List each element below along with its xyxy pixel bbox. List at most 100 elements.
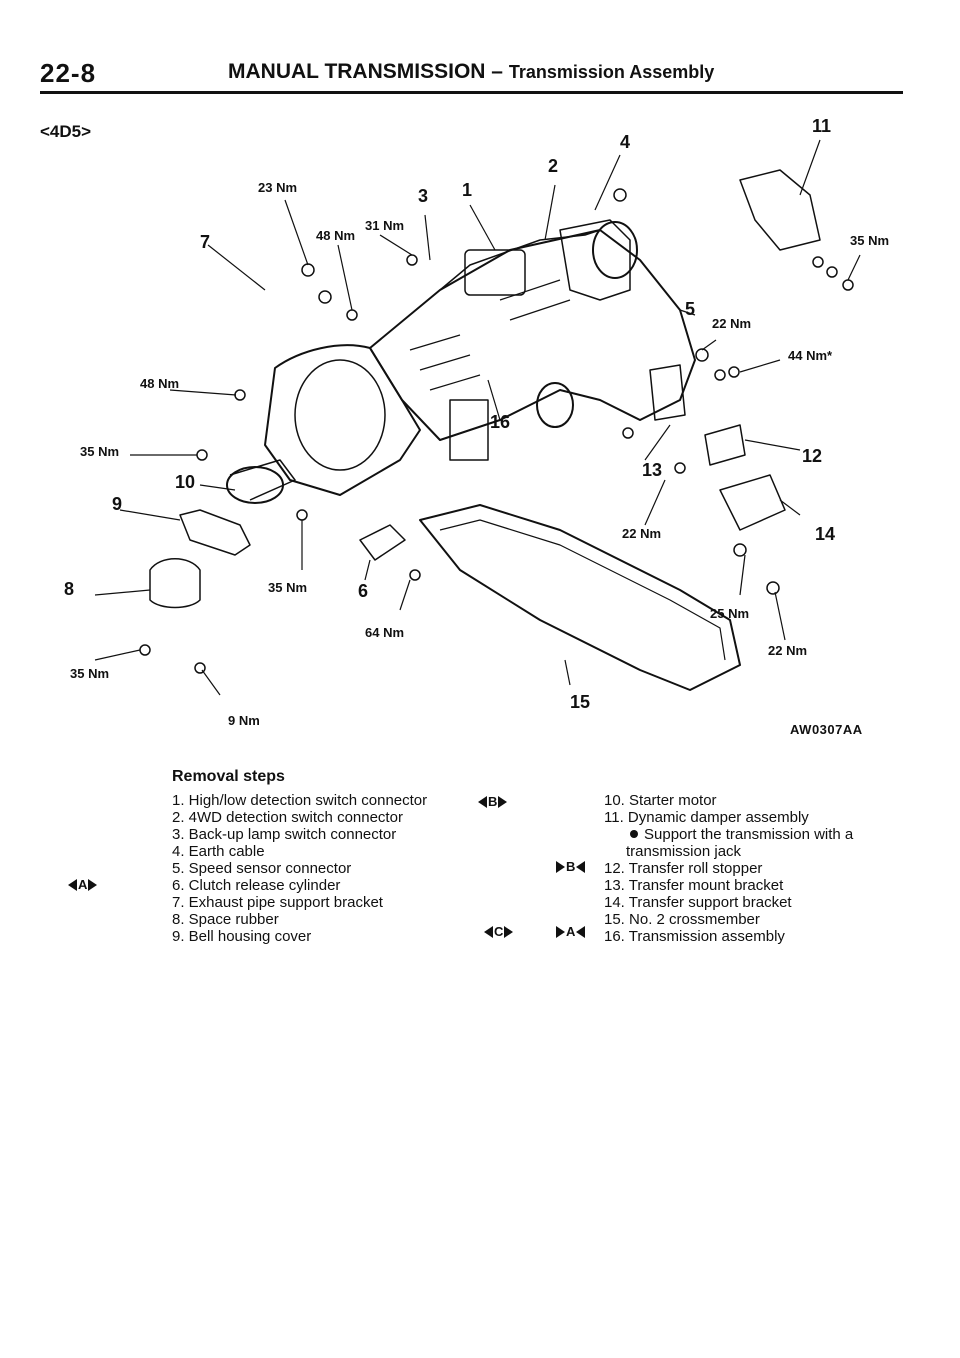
removal-step: 9. Bell housing cover bbox=[172, 928, 312, 945]
page-number: 22-8 bbox=[40, 58, 97, 88]
removal-step: 10. Starter motor bbox=[604, 792, 717, 809]
bell-housing-inner bbox=[294, 359, 386, 471]
torque-labels: 23 Nm 48 Nm 31 Nm 35 Nm 22 Nm 44 Nm* 48 … bbox=[70, 180, 889, 728]
arrow-left-icon bbox=[68, 878, 77, 891]
marker-a-installation: A bbox=[556, 924, 586, 939]
arrow-left-icon bbox=[576, 860, 586, 873]
callout-9: 9 bbox=[112, 494, 122, 514]
bell-housing-outline bbox=[264, 344, 421, 496]
arrow-right-icon bbox=[498, 795, 508, 808]
arrow-right-icon bbox=[556, 860, 565, 873]
removal-step: 7. Exhaust pipe support bracket bbox=[172, 894, 383, 911]
removal-steps-title: Removal steps bbox=[172, 768, 285, 785]
jack-note-line1: Support the transmission with a bbox=[644, 826, 854, 843]
callout-10: 10 bbox=[175, 472, 195, 492]
callout-11: 11 bbox=[812, 116, 831, 136]
torque-35nm-left: 35 Nm bbox=[80, 444, 119, 459]
torque-22nm-lower: 22 Nm bbox=[768, 643, 807, 658]
leader-lines bbox=[94, 139, 861, 696]
callout-6: 6 bbox=[358, 581, 368, 601]
removal-step: 13. Transfer mount bracket bbox=[604, 877, 784, 894]
arrow-left-icon bbox=[484, 925, 493, 938]
transmission-top bbox=[439, 229, 601, 291]
arrow-right-icon bbox=[556, 925, 565, 938]
image-code: AW0307AA bbox=[790, 722, 863, 737]
removal-step: 8. Space rubber bbox=[172, 911, 279, 928]
starter-motor-case bbox=[229, 459, 296, 501]
title-separator: – bbox=[491, 60, 503, 83]
diagram-drawing bbox=[94, 139, 861, 696]
callout-16: 16 bbox=[490, 412, 510, 432]
removal-step: 12. Transfer roll stopper bbox=[604, 860, 763, 877]
removal-step: 5. Speed sensor connector bbox=[172, 860, 352, 877]
damper-assembly bbox=[739, 169, 821, 251]
removal-steps-right: 10. Starter motor 11. Dynamic damper ass… bbox=[604, 792, 904, 945]
torque-48nm-left: 48 Nm bbox=[140, 376, 179, 391]
marker-a-removal: A bbox=[68, 877, 98, 892]
callout-14: 14 bbox=[815, 524, 835, 544]
bullet-icon bbox=[630, 830, 638, 838]
torque-23nm: 23 Nm bbox=[258, 180, 297, 195]
bell-housing-cover bbox=[179, 509, 251, 556]
removal-step: 4. Earth cable bbox=[172, 843, 265, 860]
jack-note-line2: transmission jack bbox=[626, 843, 742, 860]
torque-9nm: 9 Nm bbox=[228, 713, 260, 728]
space-rubber bbox=[149, 558, 201, 609]
torque-22nm-mid: 22 Nm bbox=[622, 526, 661, 541]
callout-labels: 1 2 3 4 5 6 7 8 9 10 11 12 13 14 15 16 bbox=[64, 116, 835, 712]
removal-step: 16. Transmission assembly bbox=[604, 928, 785, 945]
removal-step: 6. Clutch release cylinder bbox=[172, 877, 341, 894]
removal-steps-left: 1. High/low detection switch connector 2… bbox=[172, 792, 427, 945]
marker-b-removal: B bbox=[478, 794, 508, 809]
output-flange bbox=[592, 221, 638, 279]
callout-13: 13 bbox=[642, 460, 662, 480]
torque-35nm-right: 35 Nm bbox=[850, 233, 889, 248]
removal-step: 3. Back-up lamp switch connector bbox=[172, 826, 397, 843]
removal-step: 2. 4WD detection switch connector bbox=[172, 809, 403, 826]
torque-31nm: 31 Nm bbox=[365, 218, 404, 233]
engine-variant: <4D5> bbox=[40, 122, 92, 141]
clutch-cylinder bbox=[359, 524, 406, 561]
jack-note: Support the transmission with a bbox=[604, 826, 904, 843]
callout-2: 2 bbox=[548, 156, 558, 176]
callout-1: 1 bbox=[462, 180, 472, 200]
callout-12: 12 bbox=[802, 446, 822, 466]
callout-8: 8 bbox=[64, 579, 74, 599]
case-ribs bbox=[409, 279, 571, 391]
marker-c-removal: C bbox=[484, 924, 514, 939]
crossmember-inner bbox=[439, 519, 726, 661]
removal-step: 15. No. 2 crossmember bbox=[604, 911, 760, 928]
crossmember bbox=[419, 504, 741, 691]
torque-35nm-center: 35 Nm bbox=[268, 580, 307, 595]
transmission-case bbox=[369, 229, 696, 441]
arrow-left-icon bbox=[478, 795, 487, 808]
callout-3: 3 bbox=[418, 186, 428, 206]
callout-7: 7 bbox=[200, 232, 210, 252]
section-name: MANUAL TRANSMISSION bbox=[228, 60, 486, 83]
subsection-name: Transmission Assembly bbox=[508, 62, 715, 82]
arrow-right-icon bbox=[88, 878, 98, 891]
page-header: 22-8 MANUAL TRANSMISSION – Transmission … bbox=[40, 58, 714, 89]
section-title: MANUAL TRANSMISSION – Transmission Assem… bbox=[228, 60, 714, 84]
header-rule bbox=[40, 91, 903, 94]
transfer-roll-stopper bbox=[704, 424, 746, 466]
torque-35nm-bottom: 35 Nm bbox=[70, 666, 109, 681]
transfer-support-bracket bbox=[719, 474, 786, 531]
torque-64nm: 64 Nm bbox=[365, 625, 404, 640]
arrow-left-icon bbox=[576, 925, 586, 938]
front-output bbox=[536, 382, 574, 428]
callout-5: 5 bbox=[685, 299, 695, 319]
torque-22nm-upper: 22 Nm bbox=[712, 316, 751, 331]
removal-step: 11. Dynamic damper assembly bbox=[604, 809, 809, 826]
callout-15: 15 bbox=[570, 692, 590, 712]
torque-25nm: 25 Nm bbox=[710, 606, 749, 621]
inspection-cover bbox=[449, 399, 489, 461]
marker-b-installation: B bbox=[556, 859, 586, 874]
removal-step: 1. High/low detection switch connector bbox=[172, 792, 428, 809]
transfer-mount-bracket bbox=[649, 364, 686, 421]
transfer-case bbox=[559, 219, 631, 301]
torque-44nm: 44 Nm* bbox=[788, 348, 833, 363]
callout-4: 4 bbox=[620, 132, 630, 152]
exploded-view-diagram: 1 2 3 4 5 6 7 8 9 10 11 12 13 14 15 16 2… bbox=[64, 116, 889, 728]
torque-48nm-top: 48 Nm bbox=[316, 228, 355, 243]
